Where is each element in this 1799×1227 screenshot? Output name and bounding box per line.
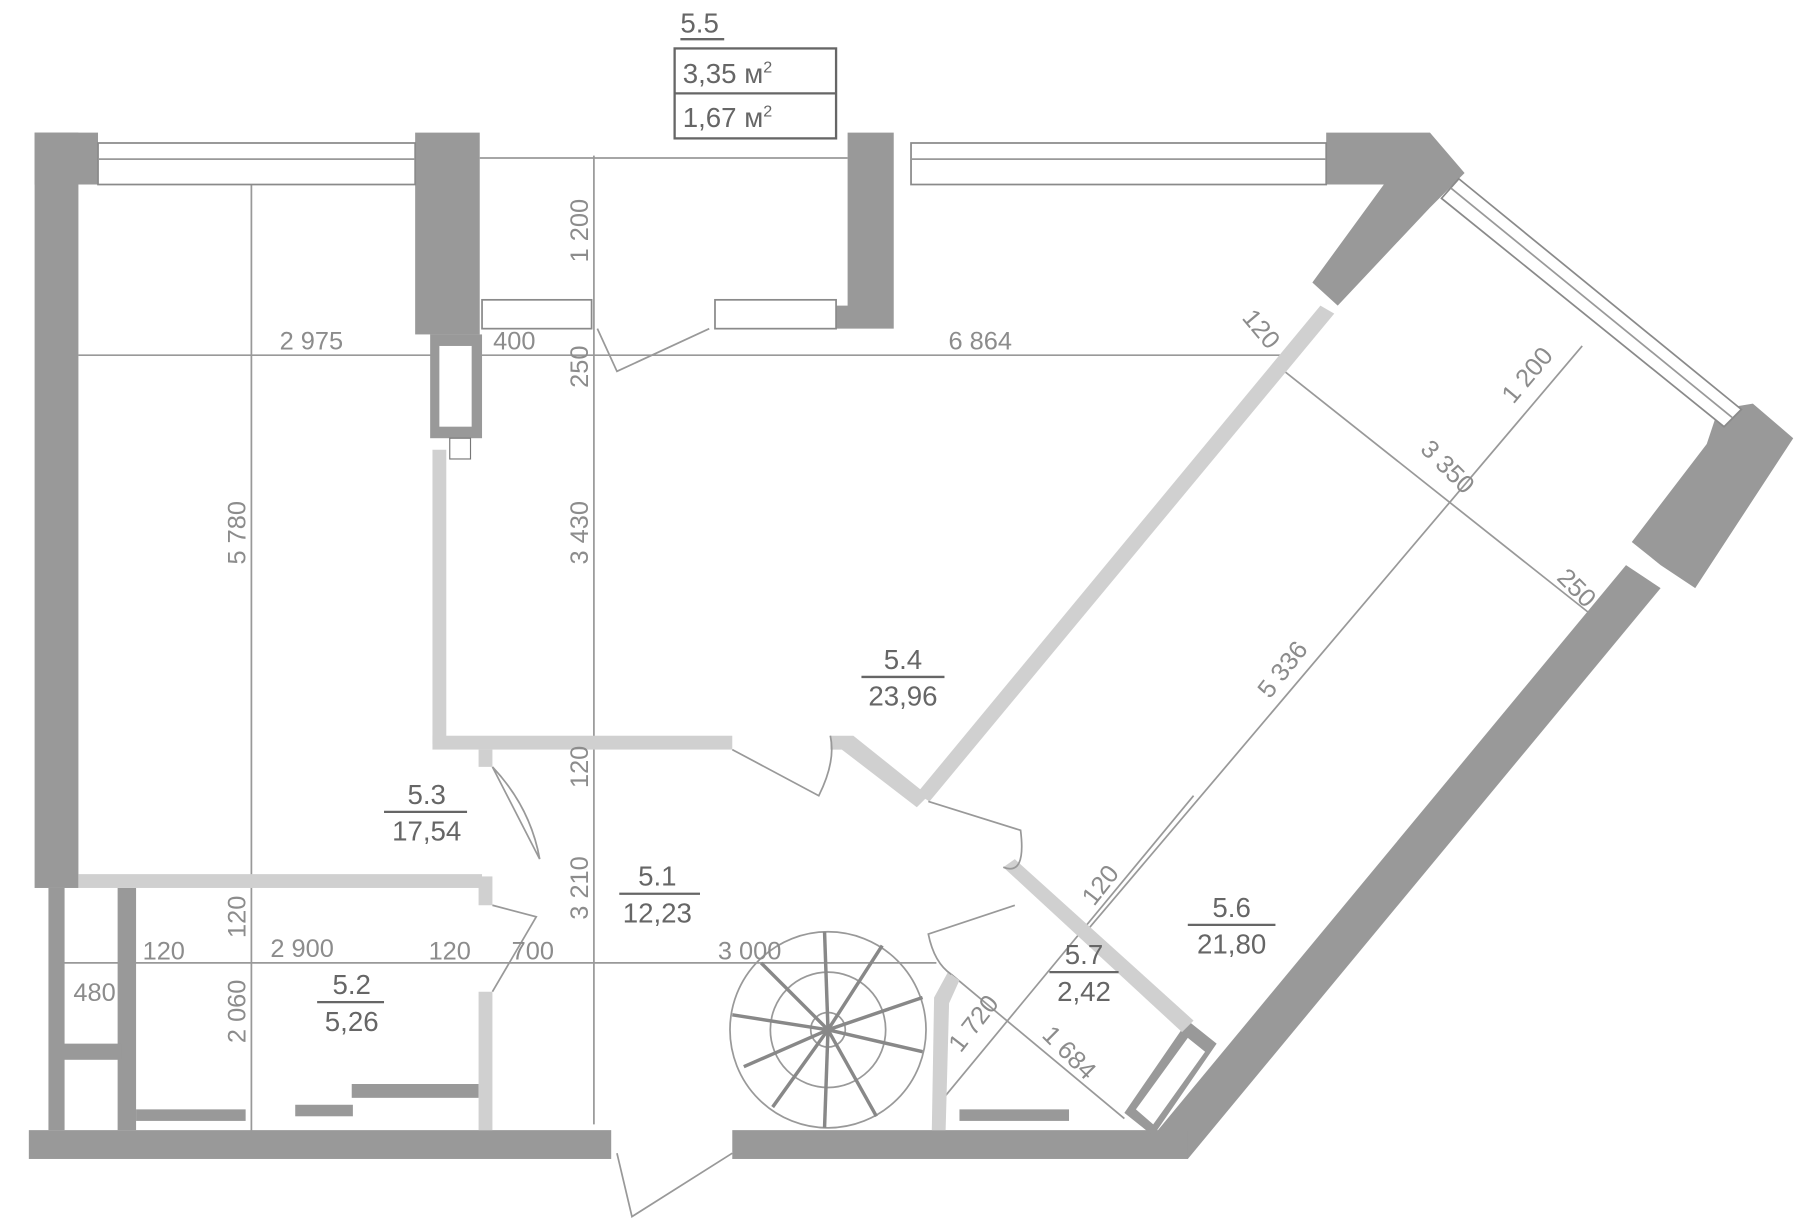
svg-text:5.1: 5.1 [638, 861, 676, 892]
svg-text:1 200: 1 200 [1497, 342, 1559, 409]
svg-text:17,54: 17,54 [392, 816, 461, 847]
svg-text:23,96: 23,96 [868, 681, 937, 712]
room-5-4: 5.4 23,96 [861, 644, 945, 712]
svg-text:5,26: 5,26 [325, 1006, 379, 1037]
svg-text:120: 120 [1236, 304, 1285, 354]
balcony-number: 5.5 [680, 7, 718, 38]
room-5-1: 5.1 12,23 [619, 861, 700, 929]
svg-text:120: 120 [224, 896, 252, 938]
balcony-label: 5.5 3,35 м2 1,67 м2 [673, 7, 838, 140]
doors [491, 327, 1023, 1219]
svg-text:2 900: 2 900 [270, 935, 333, 963]
dimension-labels: 2 975 400 6 864 1 200 250 3 430 5 780 12… [73, 199, 1601, 1085]
svg-text:6 864: 6 864 [948, 327, 1011, 355]
svg-text:5.4: 5.4 [884, 644, 922, 675]
spiral-stair [729, 930, 927, 1129]
room-5-7: 5.7 2,42 [1049, 939, 1119, 1007]
room-5-2: 5.2 5,26 [317, 969, 385, 1037]
svg-text:700: 700 [512, 937, 554, 965]
dimension-lines [63, 155, 1610, 1136]
svg-text:120: 120 [566, 746, 594, 788]
svg-text:5 780: 5 780 [224, 501, 252, 564]
svg-text:21,80: 21,80 [1197, 929, 1266, 960]
exterior-walls [28, 132, 1794, 1159]
svg-text:120: 120 [1077, 860, 1125, 911]
svg-text:1 720: 1 720 [943, 990, 1004, 1057]
svg-text:5.6: 5.6 [1212, 892, 1250, 923]
svg-text:480: 480 [73, 979, 115, 1007]
svg-text:250: 250 [566, 346, 594, 388]
windows [97, 142, 1743, 428]
svg-text:5 336: 5 336 [1252, 636, 1313, 703]
svg-text:2,42: 2,42 [1057, 976, 1111, 1007]
svg-text:5.2: 5.2 [333, 969, 371, 1000]
balcony-area-total: 3,35 м2 [683, 58, 773, 89]
svg-text:5.3: 5.3 [407, 779, 445, 810]
svg-text:120: 120 [143, 937, 185, 965]
svg-text:12,23: 12,23 [623, 898, 692, 929]
svg-text:3 210: 3 210 [566, 856, 594, 919]
partitions [78, 305, 1335, 1131]
svg-text:5.7: 5.7 [1065, 939, 1103, 970]
svg-text:400: 400 [493, 327, 535, 355]
room-5-3: 5.3 17,54 [384, 779, 468, 847]
svg-text:2 975: 2 975 [280, 327, 343, 355]
svg-text:3 350: 3 350 [1415, 435, 1480, 500]
room-5-6: 5.6 21,80 [1187, 892, 1276, 960]
room-labels: 5.1 12,23 5.2 5,26 5.3 17,54 5.4 23,96 5.6 21… [317, 644, 1276, 1037]
balcony-area-reduced: 1,67 м2 [683, 102, 773, 133]
svg-text:2 060: 2 060 [224, 980, 252, 1043]
svg-text:120: 120 [429, 937, 471, 965]
svg-text:1 200: 1 200 [566, 199, 594, 262]
svg-text:3 430: 3 430 [566, 501, 594, 564]
svg-text:3 000: 3 000 [718, 937, 781, 965]
